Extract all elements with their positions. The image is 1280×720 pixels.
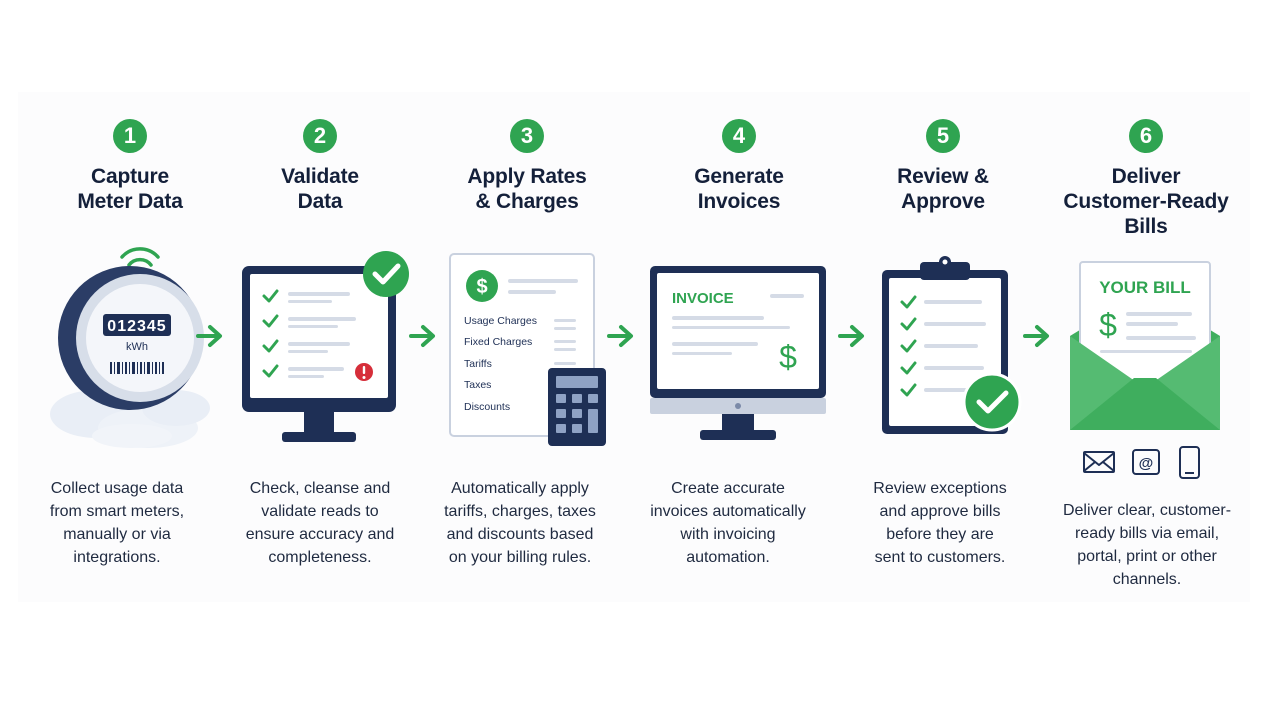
doc-item-label: Fixed Charges [464,336,532,348]
step-number-badge: 1 [113,119,147,153]
step-title: Review & Approve [897,165,989,213]
step-number-badge: 5 [926,119,960,153]
step-description: Deliver clear, customer- ready bills via… [1062,502,1232,588]
step-description: Check, cleanse and validate reads to ens… [245,480,395,566]
clipboard-checklist-icon [882,256,1022,434]
step-number-badge: 4 [722,119,756,153]
doc-item-label: Taxes [464,379,491,391]
envelope-icon [1083,451,1115,473]
step-title: Validate Data [281,165,359,213]
doc-item-label: Usage Charges [464,315,537,327]
svg-text:@: @ [1139,455,1154,472]
delivery-channels: @ [1083,446,1200,479]
arrow-right-icon [1023,325,1049,347]
bill-envelope-icon: YOUR BILL $ [1070,261,1220,430]
doc-item-label: Discounts [464,401,510,413]
arrow-right-icon [196,325,222,347]
smart-meter-icon: 012345 kWh [50,247,210,448]
step-description: Review exceptions and approve bills befo… [873,480,1007,566]
step-deliver-bills: 6 Deliver Customer-Ready Bills YOUR BILL… [1030,0,1270,720]
step-number-badge: 2 [303,119,337,153]
doc-item-label: Tariffs [464,358,492,370]
step-capture-meter-data: 1 Capture Meter Data 012345 kWh [10,0,250,720]
step-review-approve: 5 Review & Approve Review exceptions and… [830,0,1070,720]
invoice-label: INVOICE [672,290,734,307]
step-number-badge: 3 [510,119,544,153]
step-generate-invoices: 4 Generate Invoices INVOICE $ Create acc… [620,0,860,720]
arrow-right-icon [607,325,633,347]
step-title: Deliver Customer-Ready Bills [1063,165,1229,238]
step-description: Collect usage data from smart meters, ma… [49,480,185,566]
meter-reading-text: 012345 [107,318,166,335]
step-apply-rates-charges: 3 Apply Rates & Charges $ Usage Charges … [410,0,650,720]
step-title: Generate Invoices [694,165,784,213]
step-validate-data: 2 Validate Data Check, cleanse and valid… [210,0,450,720]
svg-text:$: $ [476,276,487,298]
arrow-right-icon [838,325,864,347]
rates-document-icon: $ Usage Charges Fixed Charges Tariffs Ta… [449,253,606,446]
step-number-badge: 6 [1129,119,1163,153]
arrow-right-icon [409,325,435,347]
step-description: Create accurate invoices automatically w… [650,480,806,566]
step-description: Automatically apply tariffs, charges, ta… [444,480,596,566]
bill-label: YOUR BILL [1099,278,1191,297]
process-panel [18,92,1250,602]
svg-text:$: $ [1099,307,1117,343]
meter-unit-text: kWh [126,341,148,353]
monitor-checklist-icon [242,251,409,442]
svg-text:$: $ [779,339,797,375]
invoice-monitor-icon: INVOICE $ [650,266,826,440]
step-title: Apply Rates & Charges [467,165,587,213]
mobile-phone-icon [1179,446,1200,479]
at-sign-icon: @ [1132,449,1160,475]
step-title: Capture Meter Data [77,165,183,213]
